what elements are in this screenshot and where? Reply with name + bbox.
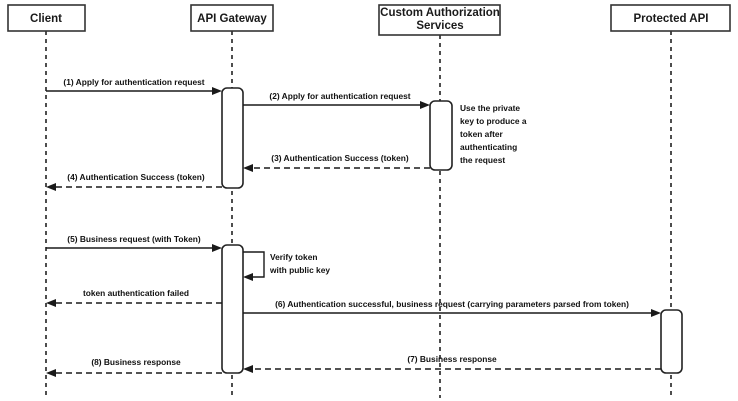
message-3-label: (3) Authentication Success (token) xyxy=(271,153,409,163)
self-message-verify-token[interactable]: Verify token with public key xyxy=(243,251,330,281)
message-token-authentication-failed-label: token authentication failed xyxy=(83,288,189,298)
message-4-arrowhead-icon xyxy=(46,183,56,191)
message-6[interactable]: (6) Authentication successful, business … xyxy=(243,299,661,317)
self-message-verify-token-line xyxy=(243,251,265,278)
message-7-arrowhead-icon xyxy=(243,365,253,373)
note-line-5: the request xyxy=(460,155,505,165)
self-message-verify-token-arrowhead-icon xyxy=(243,273,253,281)
activation-api-gateway-auth xyxy=(221,87,244,189)
actor-label-client: Client xyxy=(30,13,62,25)
note-private-key: Use the private key to produce a token a… xyxy=(460,103,527,165)
self-message-label-line1: Verify token xyxy=(270,252,317,262)
message-2[interactable]: (2) Apply for authentication request xyxy=(243,91,430,109)
note-line-3: token after xyxy=(460,129,504,139)
message-7[interactable]: (7) Business response xyxy=(243,354,661,373)
message-5-arrowhead-icon xyxy=(212,244,222,252)
note-line-2: key to produce a xyxy=(460,116,527,126)
actor-label-custom-authorization-services-line2: Services xyxy=(416,20,463,32)
message-2-label: (2) Apply for authentication request xyxy=(269,91,410,101)
actor-label-custom-authorization-services-line1: Custom Authorization xyxy=(380,7,500,19)
message-1-label: (1) Apply for authentication request xyxy=(63,77,204,87)
activation-custom-authorization-services xyxy=(429,100,453,171)
message-7-label: (7) Business response xyxy=(407,354,497,364)
activation-api-gateway-business xyxy=(221,244,244,374)
message-5[interactable]: (5) Business request (with Token) xyxy=(46,234,222,252)
note-line-4: authenticating xyxy=(460,142,517,152)
message-3[interactable]: (3) Authentication Success (token) xyxy=(243,153,430,172)
actor-box-api-gateway[interactable] xyxy=(190,4,274,32)
actor-api-gateway[interactable]: API Gateway xyxy=(190,4,274,32)
note-line-1: Use the private xyxy=(460,103,520,113)
actor-client[interactable]: Client xyxy=(7,4,86,32)
message-token-authentication-failed-arrowhead-icon xyxy=(46,299,56,307)
message-2-arrowhead-icon xyxy=(420,101,430,109)
message-1[interactable]: (1) Apply for authentication request xyxy=(46,77,222,95)
message-3-arrowhead-icon xyxy=(243,164,253,172)
actor-label-protected-api: Protected API xyxy=(634,13,709,25)
actor-custom-authorization-services[interactable]: Custom Authorization Services xyxy=(378,4,501,36)
message-6-label: (6) Authentication successful, business … xyxy=(275,299,629,309)
activation-protected-api xyxy=(660,309,683,374)
actor-label-api-gateway: API Gateway xyxy=(197,13,267,25)
message-4-label: (4) Authentication Success (token) xyxy=(67,172,205,182)
message-8[interactable]: (8) Business response xyxy=(46,357,222,377)
activations-group xyxy=(221,87,683,374)
actor-protected-api[interactable]: Protected API xyxy=(610,4,731,32)
message-1-arrowhead-icon xyxy=(212,87,222,95)
message-8-label: (8) Business response xyxy=(91,357,181,367)
actor-box-client[interactable] xyxy=(7,4,86,32)
message-6-arrowhead-icon xyxy=(651,309,661,317)
actor-box-custom-authorization-services[interactable] xyxy=(378,4,501,36)
actor-box-protected-api[interactable] xyxy=(610,4,731,32)
message-token-authentication-failed[interactable]: token authentication failed xyxy=(46,288,222,307)
message-8-arrowhead-icon xyxy=(46,369,56,377)
self-message-label-line2: with public key xyxy=(269,265,330,275)
message-4[interactable]: (4) Authentication Success (token) xyxy=(46,172,222,191)
message-5-label: (5) Business request (with Token) xyxy=(67,234,201,244)
